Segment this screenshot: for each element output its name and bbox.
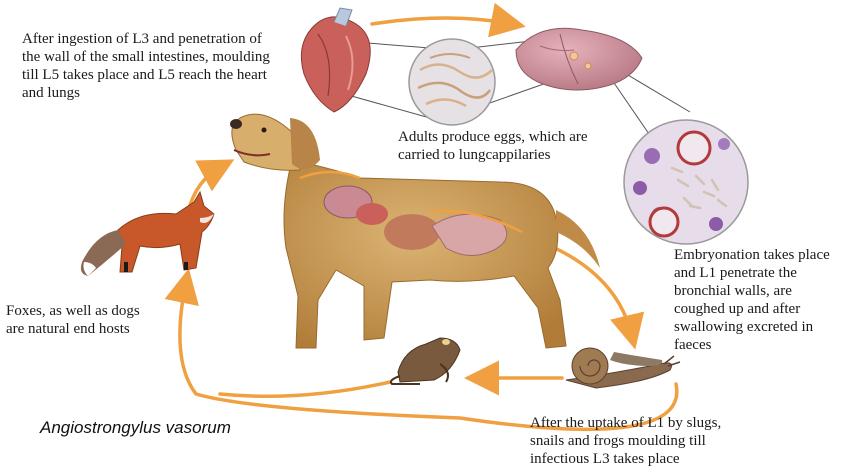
fox-illustration [80,190,215,276]
dog-illustration [230,113,600,349]
snail-illustration [565,347,681,389]
caption-adults-produce-eggs: Adults produce eggs, which are carried t… [398,129,588,163]
caption-uptake: After the uptake of L1 by slugs, snails … [530,415,722,467]
caption-embryonation: Embryonation takes place and L1 penetrat… [674,247,830,353]
caption-end-hosts: Foxes, as well as dogs are natural end h… [6,303,140,337]
lung-tissue-micrograph [623,119,749,245]
frog-illustration [390,337,461,385]
arrow-frog-to-loop [218,380,392,399]
species-name: Angiostrongylus vasorum [40,418,231,437]
arrow-heart-to-lungs [370,2,526,38]
arrow-bottom-loop [164,268,679,432]
worms-micrograph [408,38,496,126]
caption-ingestion: After ingestion of L3 and penetration of… [22,31,270,101]
heart-illustration [300,7,371,113]
lungs-illustration [515,27,643,91]
